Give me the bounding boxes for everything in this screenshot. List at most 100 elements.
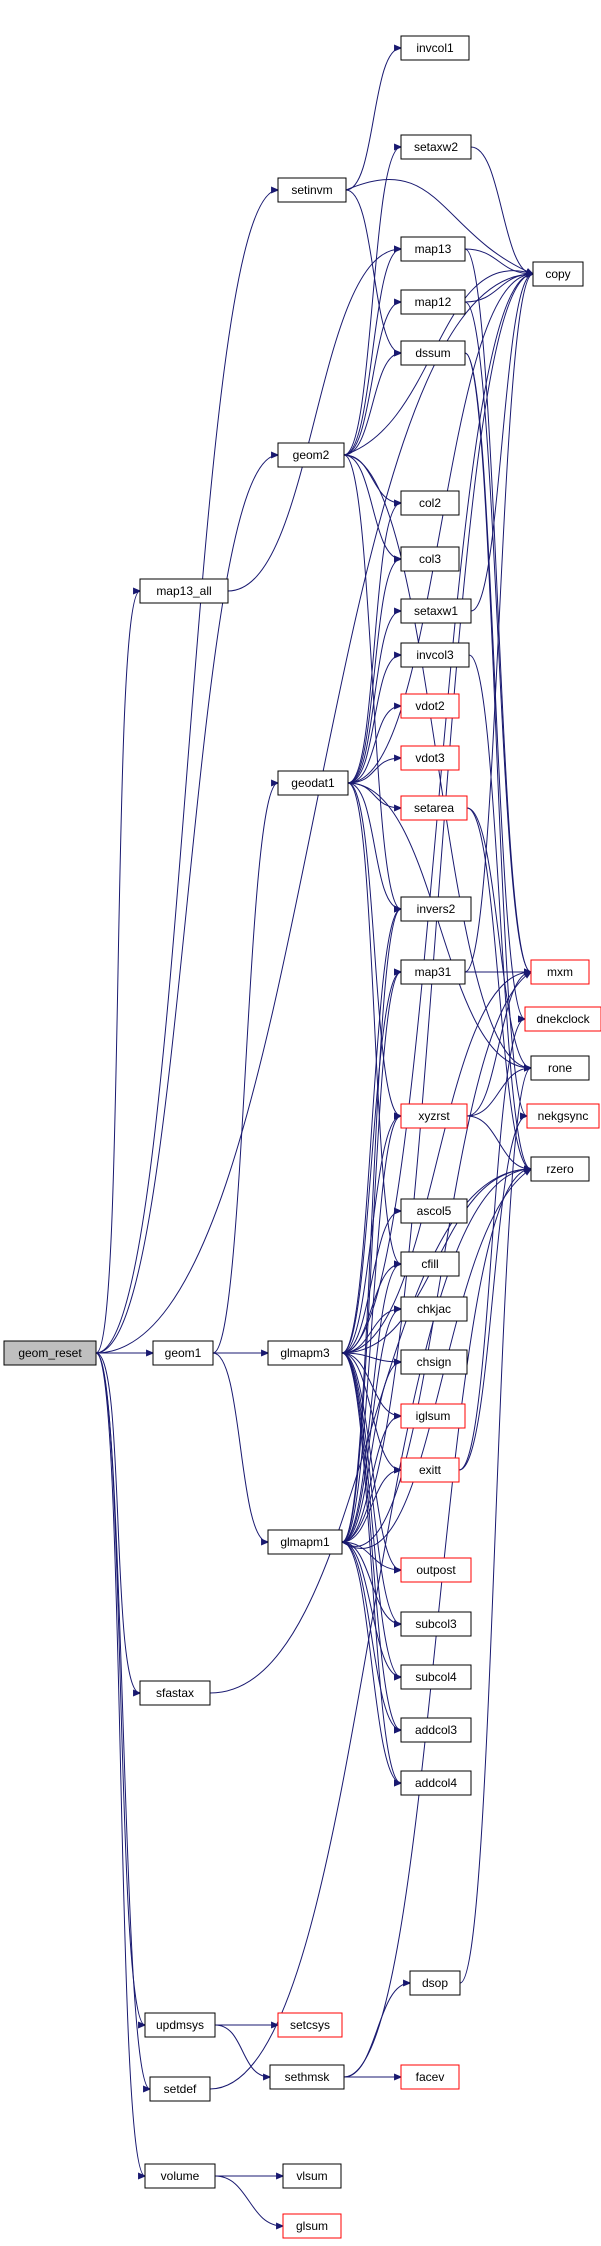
node-box <box>149 2076 211 2102</box>
edge-arrowhead <box>394 555 403 563</box>
node-rone[interactable]: rone <box>530 1055 590 1081</box>
edge-xyzrst-to-rzero <box>466 1115 533 1173</box>
node-addcol4[interactable]: addcol4 <box>400 1770 472 1796</box>
node-chkjac[interactable]: chkjac <box>400 1296 468 1322</box>
node-setinvm[interactable]: setinvm <box>277 177 347 203</box>
edge-arrowhead <box>394 44 403 52</box>
node-label: setcsys <box>290 2018 330 2032</box>
edge-glmapm1-to-cfill <box>341 1260 403 1543</box>
edge-geom_reset-to-volume <box>95 1352 147 2180</box>
node-map13-all[interactable]: map13_all <box>139 578 229 604</box>
node-facev[interactable]: facev <box>400 2064 460 2090</box>
node-box <box>532 261 584 287</box>
node-setaxw1[interactable]: setaxw1 <box>400 598 472 624</box>
edge-volume-to-vlsum <box>215 2172 285 2180</box>
node-label: geom_reset <box>18 1346 82 1360</box>
edge-arrowhead <box>394 1260 403 1268</box>
edge-arrowhead <box>394 298 403 306</box>
node-vdot2[interactable]: vdot2 <box>400 693 460 719</box>
node-nekgsync[interactable]: nekgsync <box>526 1103 600 1129</box>
node-mxm[interactable]: mxm <box>530 959 590 985</box>
node-setaxw2[interactable]: setaxw2 <box>400 134 472 160</box>
edge-xyzrst-to-rone <box>466 1064 533 1117</box>
edge-arrowhead <box>394 651 403 659</box>
edge-glmapm1-to-outpost <box>341 1541 403 1574</box>
node-box <box>400 1198 468 1224</box>
node-volume[interactable]: volume <box>144 2163 216 2189</box>
edge-geom2-to-map13 <box>343 245 403 456</box>
node-glmapm3[interactable]: glmapm3 <box>267 1340 343 1366</box>
node-col3[interactable]: col3 <box>400 546 460 572</box>
node-label: rone <box>548 1061 572 1075</box>
node-label: rzero <box>546 1162 574 1176</box>
edge-arrowhead <box>394 1620 403 1628</box>
node-box <box>400 1457 460 1483</box>
node-box <box>400 598 472 624</box>
edge-arrowhead <box>146 1349 155 1357</box>
node-geodat1[interactable]: geodat1 <box>277 770 349 796</box>
node-setarea[interactable]: setarea <box>400 795 468 821</box>
node-label: sethmsk <box>285 2070 331 2084</box>
node-dsop[interactable]: dsop <box>409 1970 461 1996</box>
edge-arrowhead <box>261 1349 270 1357</box>
node-box <box>409 1970 461 1996</box>
node-geom2[interactable]: geom2 <box>277 442 345 468</box>
node-sfastax[interactable]: sfastax <box>139 1680 211 1706</box>
node-invcol1[interactable]: invcol1 <box>400 35 470 61</box>
node-rzero[interactable]: rzero <box>530 1156 590 1182</box>
node-copy[interactable]: copy <box>532 261 584 287</box>
edge-glmapm1-to-map31 <box>341 968 403 1543</box>
node-xyzrst[interactable]: xyzrst <box>400 1103 468 1129</box>
node-setcsys[interactable]: setcsys <box>277 2012 343 2038</box>
node-map31[interactable]: map31 <box>400 959 466 985</box>
edge-arrowhead <box>394 1466 403 1474</box>
node-label: iglsum <box>416 1409 451 1423</box>
edge-setinvm-to-dssum <box>345 189 403 357</box>
edge-arrowhead <box>520 1112 529 1120</box>
node-box <box>400 1251 460 1277</box>
edge-arrowhead <box>271 451 280 459</box>
node-addcol3[interactable]: addcol3 <box>400 1717 472 1743</box>
node-box <box>400 1403 466 1429</box>
node-dnekclock[interactable]: dnekclock <box>524 1006 601 1032</box>
edge-dssum-to-dnekclock <box>464 352 527 1023</box>
node-box <box>400 959 466 985</box>
node-label: setinvm <box>291 183 332 197</box>
edge-glmapm1-to-chkjac <box>341 1305 403 1543</box>
edge-updmsys-to-setcsys <box>214 2021 280 2029</box>
edge-glmapm1-to-subcol3 <box>341 1541 403 1628</box>
node-map12[interactable]: map12 <box>400 289 466 315</box>
node-updmsys[interactable]: updmsys <box>144 2012 216 2038</box>
node-exitt[interactable]: exitt <box>400 1457 460 1483</box>
edge-geodat1-to-col3 <box>347 555 403 784</box>
node-glsum[interactable]: glsum <box>282 2213 342 2239</box>
edge-arrowhead <box>133 587 142 595</box>
edge-geom1-to-glmapm1 <box>212 1352 270 1546</box>
node-dssum[interactable]: dssum <box>400 340 466 366</box>
node-cfill[interactable]: cfill <box>400 1251 460 1277</box>
node-label: setdef <box>164 2082 197 2096</box>
node-geom1[interactable]: geom1 <box>152 1340 214 1366</box>
node-geom-reset[interactable]: geom_reset <box>3 1340 97 1366</box>
node-col2[interactable]: col2 <box>400 490 460 516</box>
node-sethmsk[interactable]: sethmsk <box>269 2064 345 2090</box>
node-map13[interactable]: map13 <box>400 236 466 262</box>
node-iglsum[interactable]: iglsum <box>400 1403 466 1429</box>
call-graph-nodes: geom_reset invcol1 setinvm setaxw2 copy map13… <box>3 35 601 2239</box>
node-glmapm1[interactable]: glmapm1 <box>267 1529 343 1555</box>
node-box <box>144 2012 216 2038</box>
edge-arrowhead <box>394 1412 403 1420</box>
node-vdot3[interactable]: vdot3 <box>400 745 460 771</box>
node-subcol4[interactable]: subcol4 <box>400 1664 472 1690</box>
node-label: outpost <box>416 1563 456 1577</box>
node-invcol3[interactable]: invcol3 <box>400 642 470 668</box>
edge-geom_reset-to-geom2 <box>95 451 280 1354</box>
node-invers2[interactable]: invers2 <box>400 896 472 922</box>
node-label: glmapm3 <box>280 1346 330 1360</box>
node-setdef[interactable]: setdef <box>149 2076 211 2102</box>
node-subcol3[interactable]: subcol3 <box>400 1611 472 1637</box>
node-outpost[interactable]: outpost <box>400 1557 472 1583</box>
node-chsign[interactable]: chsign <box>400 1349 468 1375</box>
node-vlsum[interactable]: vlsum <box>282 2163 342 2189</box>
node-ascol5[interactable]: ascol5 <box>400 1198 468 1224</box>
